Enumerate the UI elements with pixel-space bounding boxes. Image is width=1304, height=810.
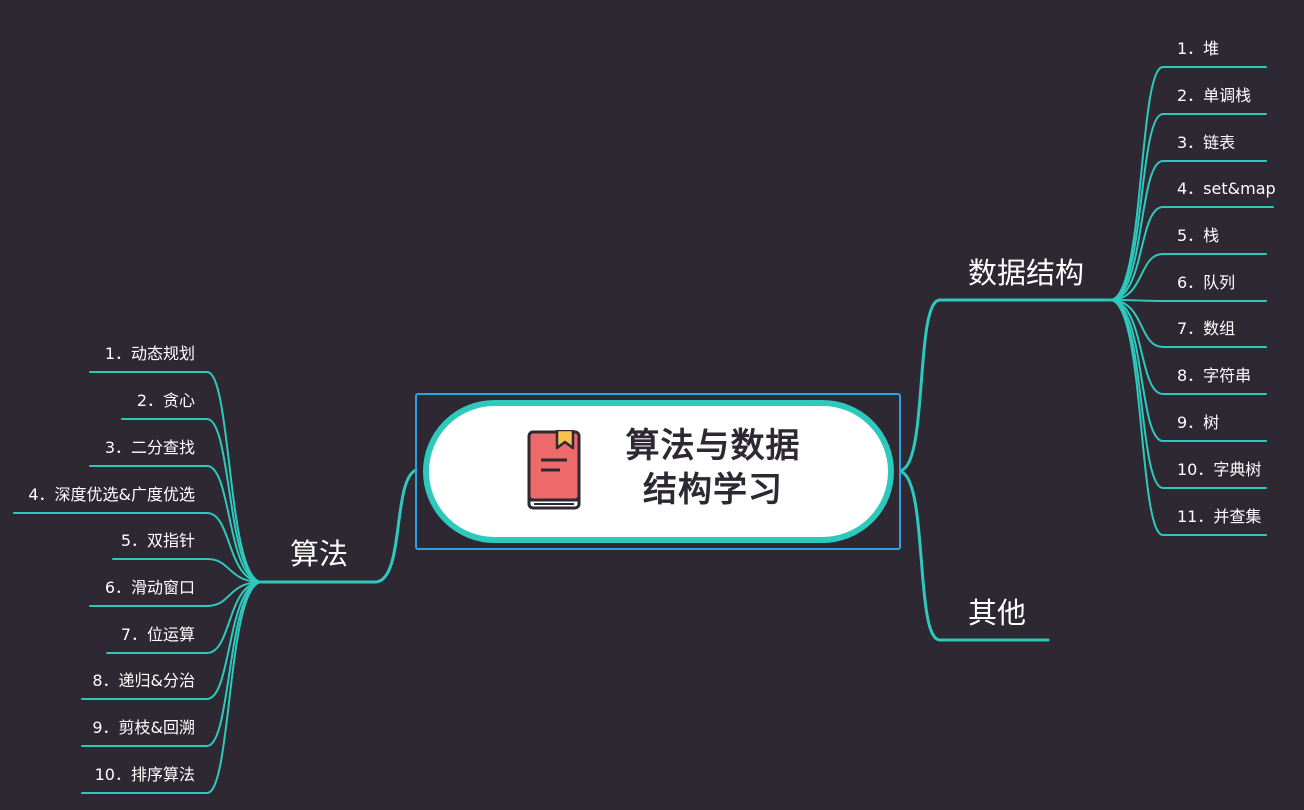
algo-item-5[interactable]: 5．双指针 (120, 531, 195, 550)
connector-algorithms (260, 468, 418, 584)
connector-algo-item-6 (89, 581, 263, 607)
algo-item-7[interactable]: 7．位运算 (120, 625, 195, 644)
connector-ds-item-5 (1109, 253, 1267, 301)
connector-ds-item-1 (1109, 66, 1267, 301)
connector-ds-item-6 (1109, 299, 1267, 302)
ds-item-10[interactable]: 10．字典树 (1177, 460, 1262, 479)
algo-item-1[interactable]: 1．动态规划 (104, 344, 195, 363)
connector-algo-item-8 (81, 581, 263, 700)
connector-others (900, 470, 1050, 642)
ds-item-11[interactable]: 11．并查集 (1177, 507, 1262, 526)
ds-item-9[interactable]: 9．树 (1177, 413, 1220, 432)
connector-ds-item-9 (1109, 299, 1267, 442)
algo-item-10[interactable]: 10．排序算法 (94, 765, 195, 784)
ds-item-1[interactable]: 1．堆 (1177, 39, 1220, 58)
root-node[interactable] (423, 400, 894, 543)
book-icon (527, 430, 581, 510)
connector-algo-item-3 (89, 465, 263, 583)
connector-data-structures (900, 298, 1112, 472)
algo-item-9[interactable]: 9．剪枝&回溯 (92, 718, 195, 737)
connector-algo-item-4 (13, 512, 263, 583)
root-title-line-1: 算法与数据 (625, 426, 801, 466)
root-title-line-2: 结构学习 (643, 470, 783, 510)
ds-item-6[interactable]: 6．队列 (1177, 273, 1236, 292)
connector-algo-item-9 (81, 581, 263, 747)
branch-others[interactable]: 其他 (968, 596, 1027, 630)
ds-item-7[interactable]: 7．数组 (1177, 319, 1236, 338)
ds-item-5[interactable]: 5．栈 (1177, 226, 1220, 245)
connector-algo-item-5 (112, 558, 263, 583)
algo-item-8[interactable]: 8．递归&分治 (92, 671, 195, 690)
root-title: 算法与数据 结构学习 (603, 424, 823, 512)
algo-item-3[interactable]: 3．二分查找 (104, 438, 195, 457)
connector-algo-item-2 (121, 418, 263, 583)
connector-ds-item-11 (1109, 299, 1267, 536)
ds-item-2[interactable]: 2．单调栈 (1177, 86, 1252, 105)
connector-ds-item-3 (1109, 160, 1267, 301)
algo-item-2[interactable]: 2．贪心 (136, 391, 195, 410)
ds-item-3[interactable]: 3．链表 (1177, 133, 1236, 152)
connector-ds-item-4 (1109, 206, 1274, 301)
connector-ds-item-7 (1109, 299, 1267, 348)
connector-algo-item-10 (81, 581, 263, 794)
algo-item-4[interactable]: 4．深度优选&广度优选 (28, 485, 195, 504)
connector-ds-item-8 (1109, 299, 1267, 395)
ds-item-8[interactable]: 8．字符串 (1177, 366, 1252, 385)
ds-item-4[interactable]: 4．set&map (1177, 179, 1276, 198)
connector-algo-item-1 (89, 371, 263, 583)
algo-item-6[interactable]: 6．滑动窗口 (104, 578, 195, 597)
root-selection-frame (415, 393, 901, 550)
branch-data-structures[interactable]: 数据结构 (968, 256, 1085, 290)
connector-ds-item-10 (1109, 299, 1267, 489)
connector-algo-item-7 (106, 581, 263, 654)
connector-ds-item-2 (1109, 113, 1267, 301)
branch-algorithms[interactable]: 算法 (290, 537, 349, 571)
